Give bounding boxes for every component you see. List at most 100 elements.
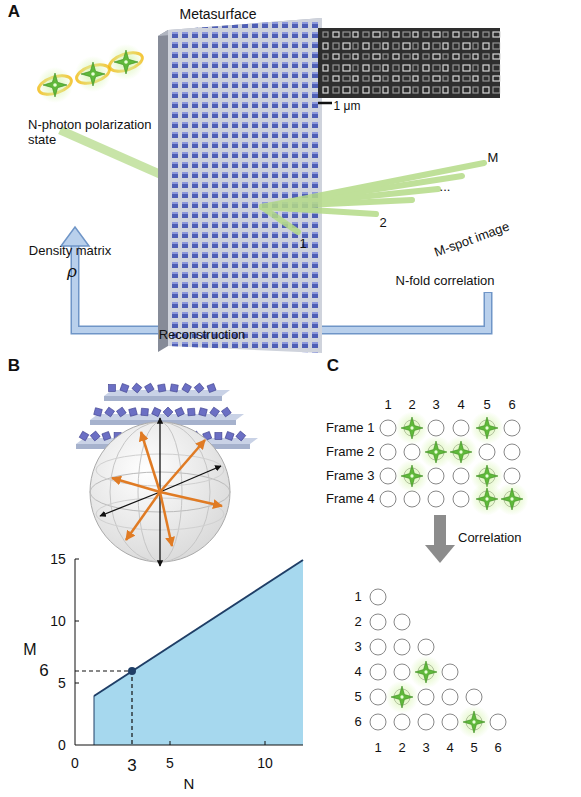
marker-value: 3 <box>127 756 136 776</box>
detector-grid-part-part <box>410 656 443 689</box>
detector-grid-part-part <box>485 497 488 500</box>
mn-plot-part-part <box>170 741 171 745</box>
sem-image-part-part <box>453 54 459 59</box>
detector-grid-part-part <box>463 711 485 733</box>
sem-image-part-part <box>433 54 440 59</box>
detector-grid-part-part <box>445 436 478 469</box>
detector-grid-part-part <box>401 417 423 439</box>
poincare-sphere-part-part <box>159 492 160 566</box>
sem-image-part-part <box>373 32 380 37</box>
metasurface-rows-part <box>109 385 116 392</box>
sem-image-part-part <box>393 76 399 81</box>
sem-image-part-part <box>373 76 380 81</box>
sem-image-part-part <box>453 76 459 81</box>
detector-grid-part <box>428 420 444 436</box>
metasurface-slab-part <box>158 30 168 352</box>
sem-image-part-part <box>403 65 410 71</box>
detector-grid-part-part <box>410 426 413 429</box>
detector-grid-part <box>394 639 410 655</box>
mn-plot-part-part <box>265 741 266 745</box>
detector-grid-part <box>453 420 469 436</box>
frame-label: Frame 4 <box>326 492 374 507</box>
beam-number: ... <box>440 180 451 195</box>
sem-image-part-part <box>453 65 459 71</box>
detector-grid-part <box>410 656 443 689</box>
metasurface-slab <box>158 18 322 353</box>
sem-image-part-part <box>413 87 418 93</box>
sem-image-part-part <box>483 54 489 59</box>
sem-image-part-part <box>393 43 399 49</box>
detector-grid-part <box>453 468 469 484</box>
sem-image-part-part <box>343 76 350 81</box>
metasurface-rows-part <box>175 407 184 416</box>
metasurface-rows-part <box>79 431 89 441</box>
sem-image-part-part <box>423 54 429 59</box>
mn-plot-part-part <box>75 621 79 622</box>
sem-image-part-part <box>323 32 328 37</box>
sem-image-part-part <box>473 43 478 49</box>
column-number: 5 <box>470 741 477 756</box>
sem-image-part-part <box>443 32 448 37</box>
sem-image-part-part <box>353 76 358 81</box>
axis-label: M <box>23 641 36 659</box>
sem-image <box>318 28 500 103</box>
poincare-sphere-part <box>112 432 222 546</box>
sem-image-part-part <box>493 65 500 71</box>
sem-image-part-part <box>343 54 350 59</box>
metasurface-slab-part <box>168 18 322 353</box>
sem-image-part-part <box>363 43 369 49</box>
tick-label: 5 <box>58 675 66 691</box>
detector-grid-part <box>394 614 410 630</box>
metasurface-rows-part <box>163 407 173 417</box>
sem-image-part-part <box>463 54 470 59</box>
sem-image-part-part <box>433 32 440 37</box>
sem-image-part-part <box>413 65 418 71</box>
sem-image-part-part <box>413 76 418 81</box>
detector-grid-part-part <box>450 441 472 463</box>
detector-grid-part-part <box>458 706 491 739</box>
poincare-sphere-part-part <box>160 440 205 492</box>
sem-image-part <box>318 28 500 98</box>
metasurface-rows-part <box>158 384 166 392</box>
detector-grid-part <box>380 468 396 484</box>
detector-grid-part-part <box>510 497 513 500</box>
detector-grid-part-part <box>496 483 529 516</box>
photon-group-part-part <box>81 62 105 86</box>
mn-plot <box>75 559 303 745</box>
sem-image-part-part <box>363 65 369 71</box>
sem-image-part-part <box>493 32 500 37</box>
column-number: 4 <box>446 741 453 756</box>
detector-grid-part <box>496 483 529 516</box>
detector-grid-part <box>428 491 444 507</box>
tick-label: 0 <box>58 737 66 753</box>
sem-image-part-part <box>493 76 500 81</box>
sem-image-part-part <box>493 43 500 49</box>
column-number: 1 <box>374 741 381 756</box>
detector-grid-part <box>490 714 506 730</box>
metasurface-rows-part <box>90 431 100 441</box>
column-number: 5 <box>483 398 490 413</box>
photon-group-part-part <box>53 83 57 87</box>
sem-image-part-part <box>403 32 410 37</box>
correlation-arrow-part <box>434 515 446 545</box>
detector-grid-part-part <box>472 720 475 723</box>
sem-image-part <box>318 102 332 105</box>
sem-image-part-part <box>363 54 369 59</box>
detector-grid-part-part <box>501 488 523 510</box>
poincare-sphere-part <box>100 418 221 566</box>
poincare-sphere-part-part <box>126 492 160 540</box>
detector-grid-part <box>370 589 386 605</box>
metasurface-rows-part <box>221 407 231 417</box>
sem-image-part-part <box>383 32 388 37</box>
sem-image-part-part <box>423 32 429 37</box>
detector-grid-part <box>504 444 520 460</box>
sem-image-part-part <box>393 32 399 37</box>
correlation-arrow <box>425 515 455 563</box>
sem-image-part-part <box>463 65 470 71</box>
sem-image-part-part <box>403 76 410 81</box>
sem-image-part-part <box>383 76 388 81</box>
sem-image-part-part <box>413 32 418 37</box>
sem-image-part-part <box>433 65 440 71</box>
metasurface-rows-part <box>236 431 246 441</box>
detector-grid-part-part <box>396 460 429 493</box>
